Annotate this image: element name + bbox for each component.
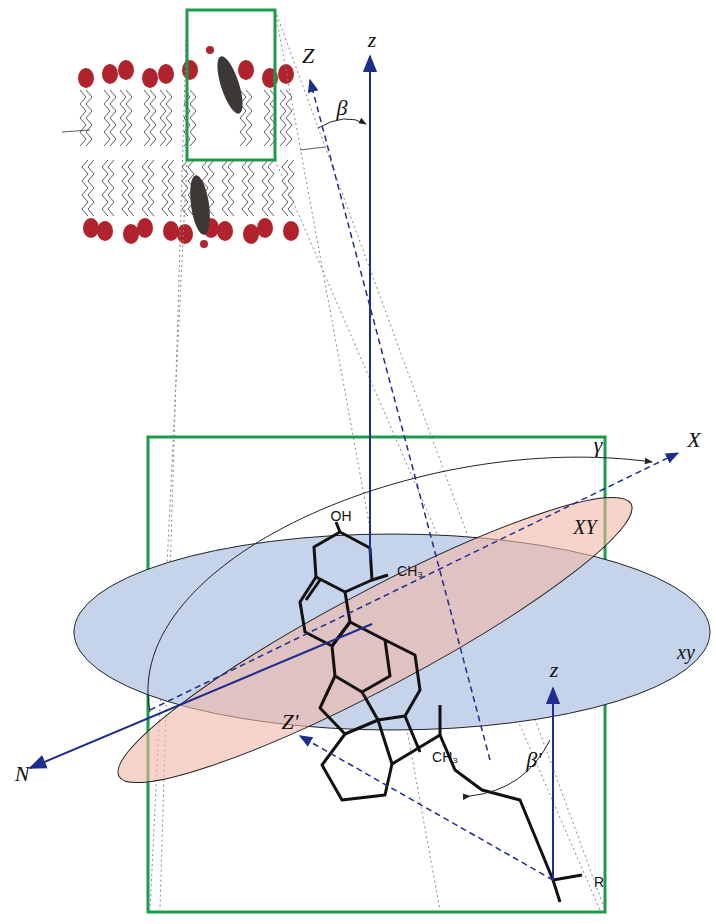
lipid-tail <box>102 160 108 216</box>
angle-label: γ <box>594 434 603 456</box>
beta-arc <box>318 119 366 128</box>
axis-label: Z <box>302 45 314 67</box>
lipid-tail <box>86 90 92 146</box>
lipid-head <box>238 60 254 80</box>
lipid-tail <box>108 160 114 216</box>
plane-label: XY <box>573 517 596 537</box>
zoom-box <box>187 10 275 160</box>
lipid-head <box>243 224 259 244</box>
lipid-tail <box>246 90 252 146</box>
lipid-tail <box>242 160 248 216</box>
lipid-tail <box>150 90 156 146</box>
lipid-tail <box>110 90 116 146</box>
N-axis <box>30 624 372 768</box>
lipid-tail <box>62 130 325 150</box>
beta-prime-arc <box>470 740 550 796</box>
lipid-tail <box>182 160 188 216</box>
axis-label: z <box>550 659 559 681</box>
lipid-tail <box>160 90 166 146</box>
XY-plane <box>96 461 653 818</box>
lipid-tail <box>280 90 286 146</box>
lipid-head <box>257 218 273 238</box>
lipid-head <box>123 224 139 244</box>
X-axis <box>150 453 678 710</box>
Z-prime-axis <box>300 736 553 880</box>
lipid-tail <box>148 160 154 216</box>
lipid-tail <box>122 160 128 216</box>
cholesterol-molecule <box>300 522 582 902</box>
lipid-tail <box>248 160 254 216</box>
lipid-head <box>83 218 99 238</box>
lipid-tail <box>120 90 126 146</box>
lipid-tail <box>268 160 274 216</box>
lipid-tail <box>104 90 110 146</box>
lipid-tail <box>80 90 86 146</box>
group-label: OH <box>331 509 352 523</box>
lipid-tail <box>262 160 268 216</box>
lipid-tail <box>264 90 270 146</box>
angle-label: β' <box>526 749 542 771</box>
axis-label: Z' <box>282 711 299 733</box>
lipid-tail <box>144 90 150 146</box>
axis-label: z <box>368 29 377 51</box>
lipid-head <box>158 64 174 84</box>
lipid-head <box>142 68 158 88</box>
lipid-tail <box>166 90 172 146</box>
lipid-head <box>137 218 153 238</box>
lipid-tail <box>288 160 294 216</box>
lipid-tail <box>168 160 174 216</box>
oh-dot <box>200 240 208 248</box>
oh-dot <box>206 46 214 54</box>
Z-axis <box>310 80 490 760</box>
lipid-head <box>182 60 198 80</box>
lipid-tail <box>190 90 196 146</box>
lipid-head <box>177 224 193 244</box>
lipid-head <box>278 64 294 84</box>
lipid-tail <box>286 90 292 146</box>
z-axis-2 <box>552 688 554 880</box>
cholesterol-bottom <box>187 174 213 236</box>
plane-label: xy <box>677 642 695 662</box>
lipid-head <box>163 221 179 241</box>
angle-label: β <box>337 97 348 119</box>
cholesterol-top <box>212 54 248 117</box>
axis-label: N <box>15 763 30 785</box>
lipid-tail <box>142 160 148 216</box>
group-label: CH₃ <box>432 750 458 764</box>
lipid-tail <box>162 160 168 216</box>
lipid-tail <box>126 90 132 146</box>
group-label: R <box>594 875 604 889</box>
lipid-head <box>217 221 233 241</box>
lipid-head <box>118 60 134 80</box>
lipid-head <box>78 68 94 88</box>
group-label: CH₃ <box>397 564 423 578</box>
lipid-tail <box>88 160 94 216</box>
lipid-tail <box>82 160 88 216</box>
lipid-head <box>283 221 299 241</box>
zoom-lines <box>150 10 605 910</box>
lipid-head <box>102 64 118 84</box>
z-axis <box>369 56 371 560</box>
gamma-arc <box>148 457 652 712</box>
lipid-tail <box>128 160 134 216</box>
lipid-tail <box>222 160 228 216</box>
axis-label: X <box>687 429 700 451</box>
lipid-head <box>97 221 113 241</box>
lipid-tail <box>228 160 234 216</box>
